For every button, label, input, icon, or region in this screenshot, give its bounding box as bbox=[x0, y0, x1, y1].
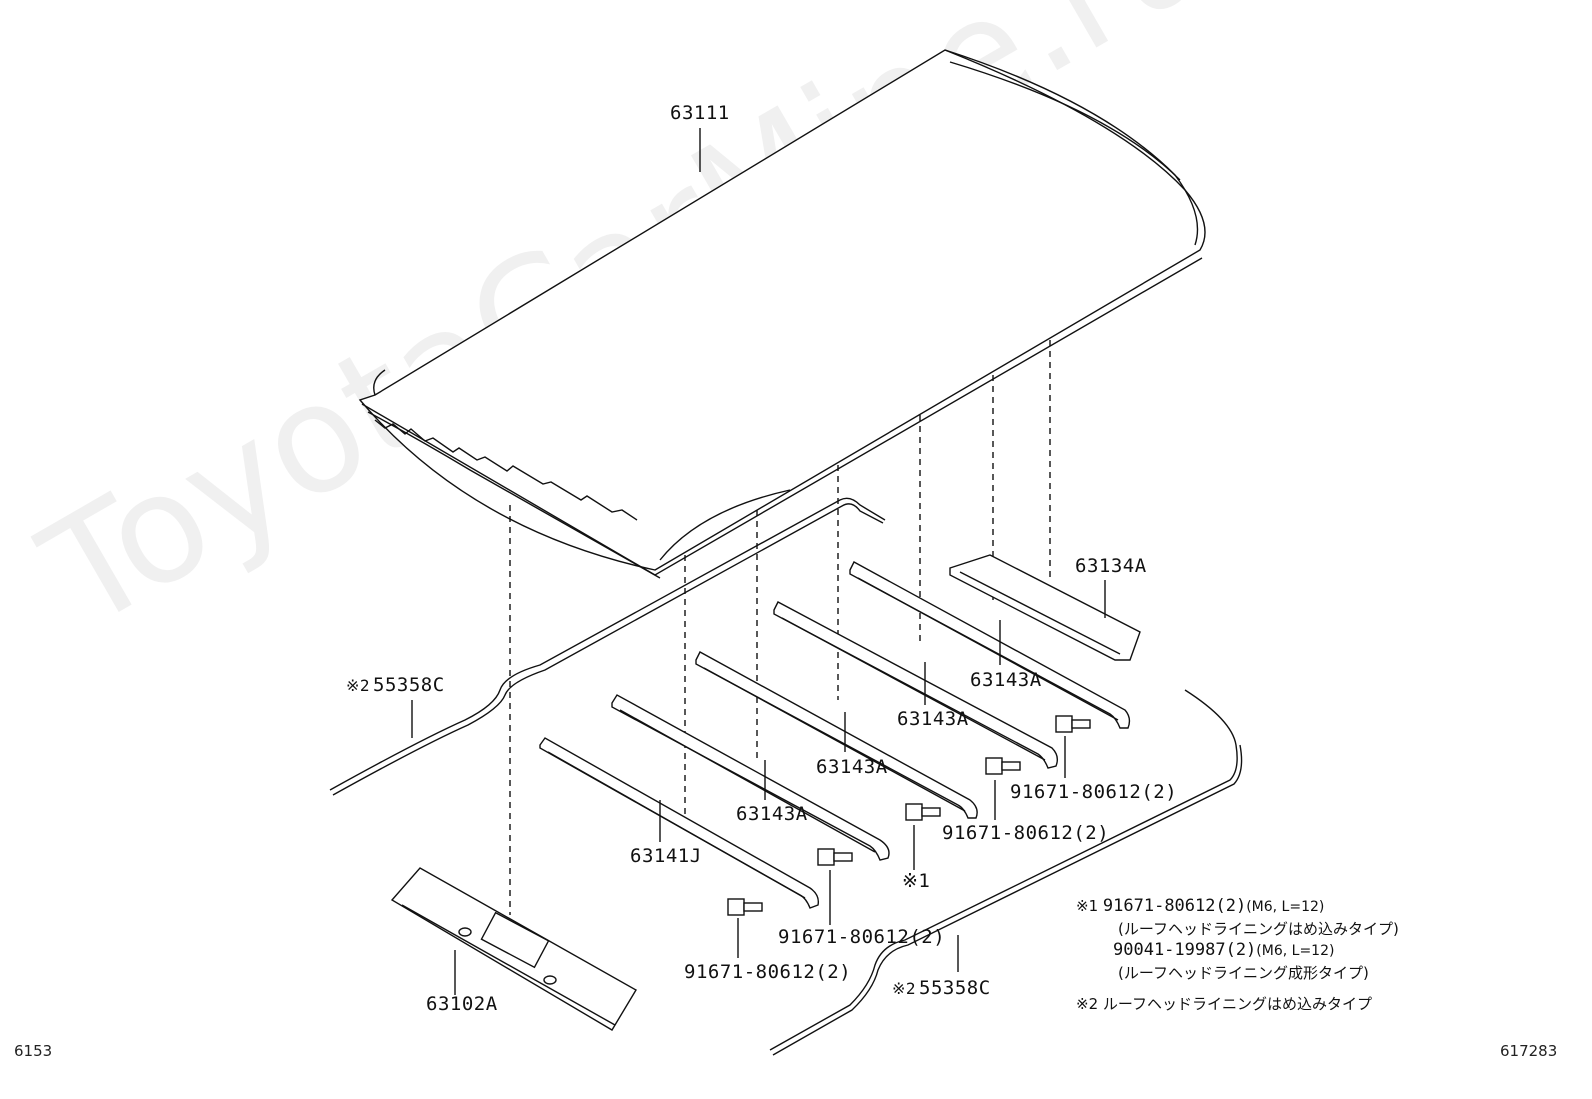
page-id-left: 6153 bbox=[14, 1042, 53, 1060]
label-roof-panel: 63111 bbox=[670, 102, 730, 124]
weatherstrip-left bbox=[329, 497, 886, 791]
bolts bbox=[727, 715, 1091, 916]
weatherstrip-right bbox=[769, 689, 1238, 1051]
note-2-code: 90041-19987(2) bbox=[1113, 940, 1257, 960]
weatherstrip-right-code: 55358C bbox=[919, 977, 991, 999]
ref2-mark-left: ※2 bbox=[346, 676, 371, 695]
label-bolt-2: 91671-80612(2) bbox=[942, 822, 1110, 844]
ref2-mark-right: ※2 bbox=[892, 979, 917, 998]
note-1-code: 91671-80612(2) bbox=[1102, 896, 1247, 916]
note-1: ※1 91671-80612(2)(M6, L=12) bbox=[1076, 896, 1324, 916]
note-2-spec: (M6, L=12) bbox=[1256, 943, 1335, 959]
front-panel bbox=[390, 867, 637, 1031]
label-bow-3: 63143A bbox=[816, 756, 888, 778]
note-3-desc: ルーフヘッドライニングはめ込みタイプ bbox=[1102, 995, 1373, 1013]
label-ref-1: ※1 bbox=[902, 870, 931, 892]
label-bow-1: 63143A bbox=[970, 669, 1042, 691]
label-rear-header: 63134A bbox=[1075, 555, 1147, 577]
weatherstrip-left-code: 55358C bbox=[373, 674, 445, 696]
label-bolt-3: 91671-80612(2) bbox=[778, 926, 946, 948]
note-1-spec: (M6, L=12) bbox=[1246, 899, 1325, 915]
label-bolt-1: 91671-80612(2) bbox=[1010, 781, 1178, 803]
label-front-panel: 63102A bbox=[426, 993, 498, 1015]
note-1-mark: ※1 bbox=[1076, 897, 1099, 915]
label-front-header-rail: 63141J bbox=[630, 845, 702, 867]
note-1-desc: (ルーフヘッドライニングはめ込みタイプ) bbox=[1118, 920, 1399, 938]
label-leaders bbox=[659, 620, 1066, 958]
note-2: 90041-19987(2)(M6, L=12) bbox=[1113, 940, 1334, 960]
note-3: ※2 ルーフヘッドライニングはめ込みタイプ bbox=[1076, 993, 1372, 1014]
label-bolt-4: 91671-80612(2) bbox=[684, 961, 852, 983]
note-3-mark: ※2 bbox=[1076, 995, 1099, 1013]
rear-header bbox=[949, 554, 1141, 661]
roof-panel bbox=[358, 49, 1206, 579]
roof-bows bbox=[539, 561, 1131, 909]
note-2-desc: (ルーフヘッドライニング成形タイプ) bbox=[1118, 964, 1369, 982]
label-bow-4: 63143A bbox=[736, 803, 808, 825]
label-bow-2: 63143A bbox=[897, 708, 969, 730]
page-id-right: 617283 bbox=[1500, 1042, 1558, 1060]
